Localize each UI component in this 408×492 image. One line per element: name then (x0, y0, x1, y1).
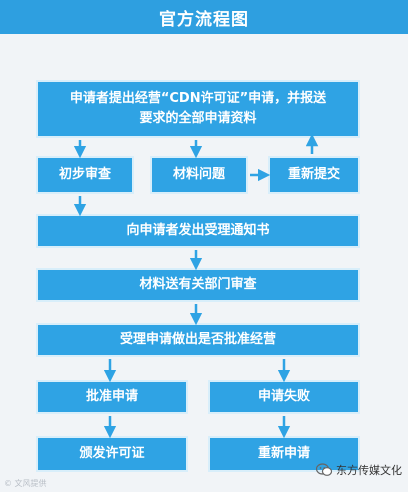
watermark-left: © 文风提供 (4, 479, 47, 488)
node-resubmit: 重新提交 (268, 156, 360, 194)
flowchart-canvas: 申请者提出经营“CDN许可证”申请，并报送要求的全部申请资料 初步审查 材料问题… (0, 34, 408, 492)
page-title: 官方流程图 (0, 0, 408, 34)
watermark-right-text: 东方传媒文化 (336, 464, 402, 477)
node-issue-license: 颁发许可证 (36, 436, 188, 472)
wechat-icon (316, 463, 332, 476)
watermark-right: 东方传媒文化 (316, 462, 402, 478)
node-initial-review: 初步审查 (36, 156, 134, 194)
node-notice: 向申请者发出受理通知书 (36, 214, 360, 248)
node-decision: 受理申请做出是否批准经营 (36, 323, 360, 357)
node-dept-review: 材料送有关部门审查 (36, 268, 360, 302)
node-apply: 申请者提出经营“CDN许可证”申请，并报送要求的全部申请资料 (36, 80, 360, 138)
